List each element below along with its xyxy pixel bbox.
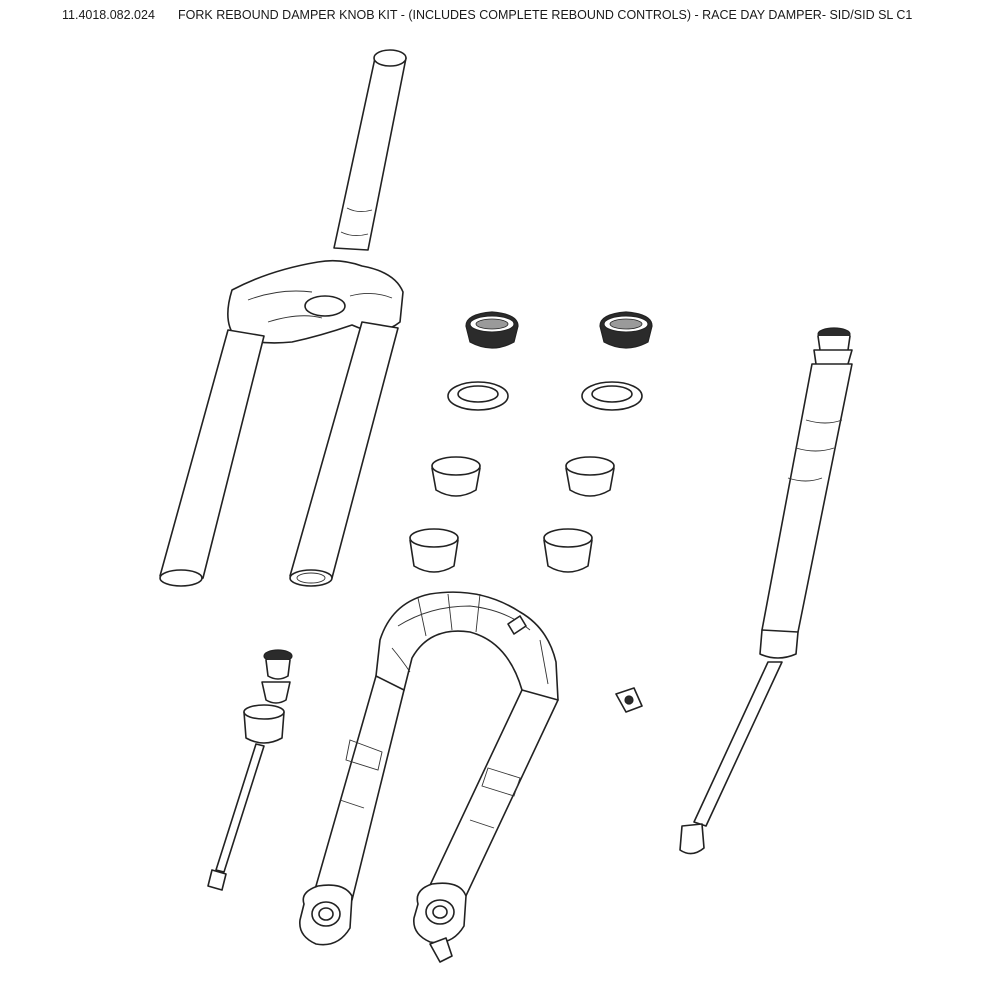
upper-bushing-left (431, 456, 481, 497)
right-lower-leg (423, 689, 559, 905)
damper-body (761, 363, 853, 636)
left-upper-tube-end (159, 569, 203, 587)
bleed-port (507, 615, 527, 635)
left-upper-tube (159, 329, 265, 584)
steerer-top (373, 49, 407, 67)
steerer-tube (333, 51, 407, 251)
right-upper-tube-end (289, 569, 333, 587)
lower-bushing-left (409, 528, 459, 573)
crown-steerer-uppers-assembly (159, 49, 407, 587)
diagram-header: 11.4018.082.024 FORK REBOUND DAMPER KNOB… (0, 8, 1000, 28)
bleed-screw (615, 687, 643, 713)
crown-steerer-hole (304, 295, 346, 317)
part-title: FORK REBOUND DAMPER KNOB KIT - (INCLUDES… (178, 8, 913, 22)
foam-ring-right (581, 381, 643, 411)
part-number: 11.4018.082.024 (62, 8, 155, 22)
rebound-damper-shaft (207, 649, 293, 891)
left-lower-leg (311, 675, 405, 905)
compression-damper-cartridge (679, 327, 853, 855)
lower-arch (375, 591, 559, 702)
dust-wiper-left (465, 311, 519, 349)
upper-bushing-right (565, 456, 615, 497)
lower-leg-assembly (299, 591, 559, 963)
right-upper-tube (289, 321, 399, 584)
lower-bushing-right (543, 528, 593, 573)
foam-ring-left (447, 381, 509, 411)
dust-wiper-right (599, 311, 653, 349)
axle-lever (429, 937, 453, 963)
